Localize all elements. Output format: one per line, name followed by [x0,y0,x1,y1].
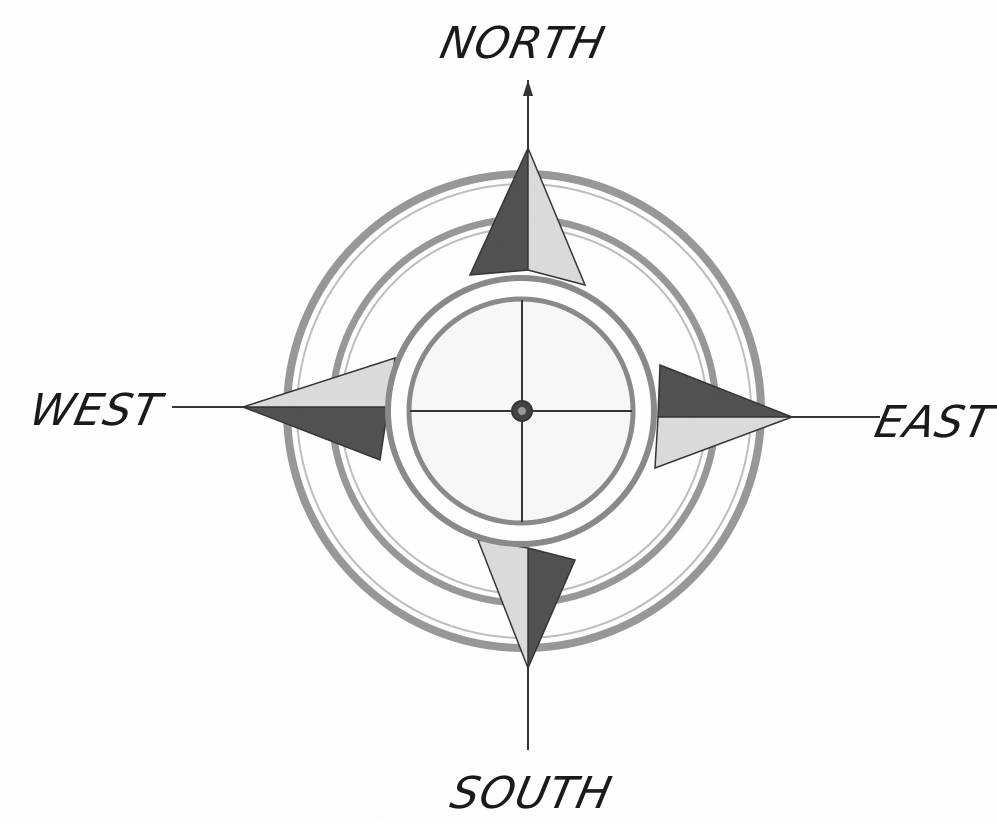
label-south: SOUTH [446,768,616,818]
label-east: EAST [870,397,997,447]
label-west: WEST [25,385,169,435]
label-north: NORTH [436,18,610,68]
